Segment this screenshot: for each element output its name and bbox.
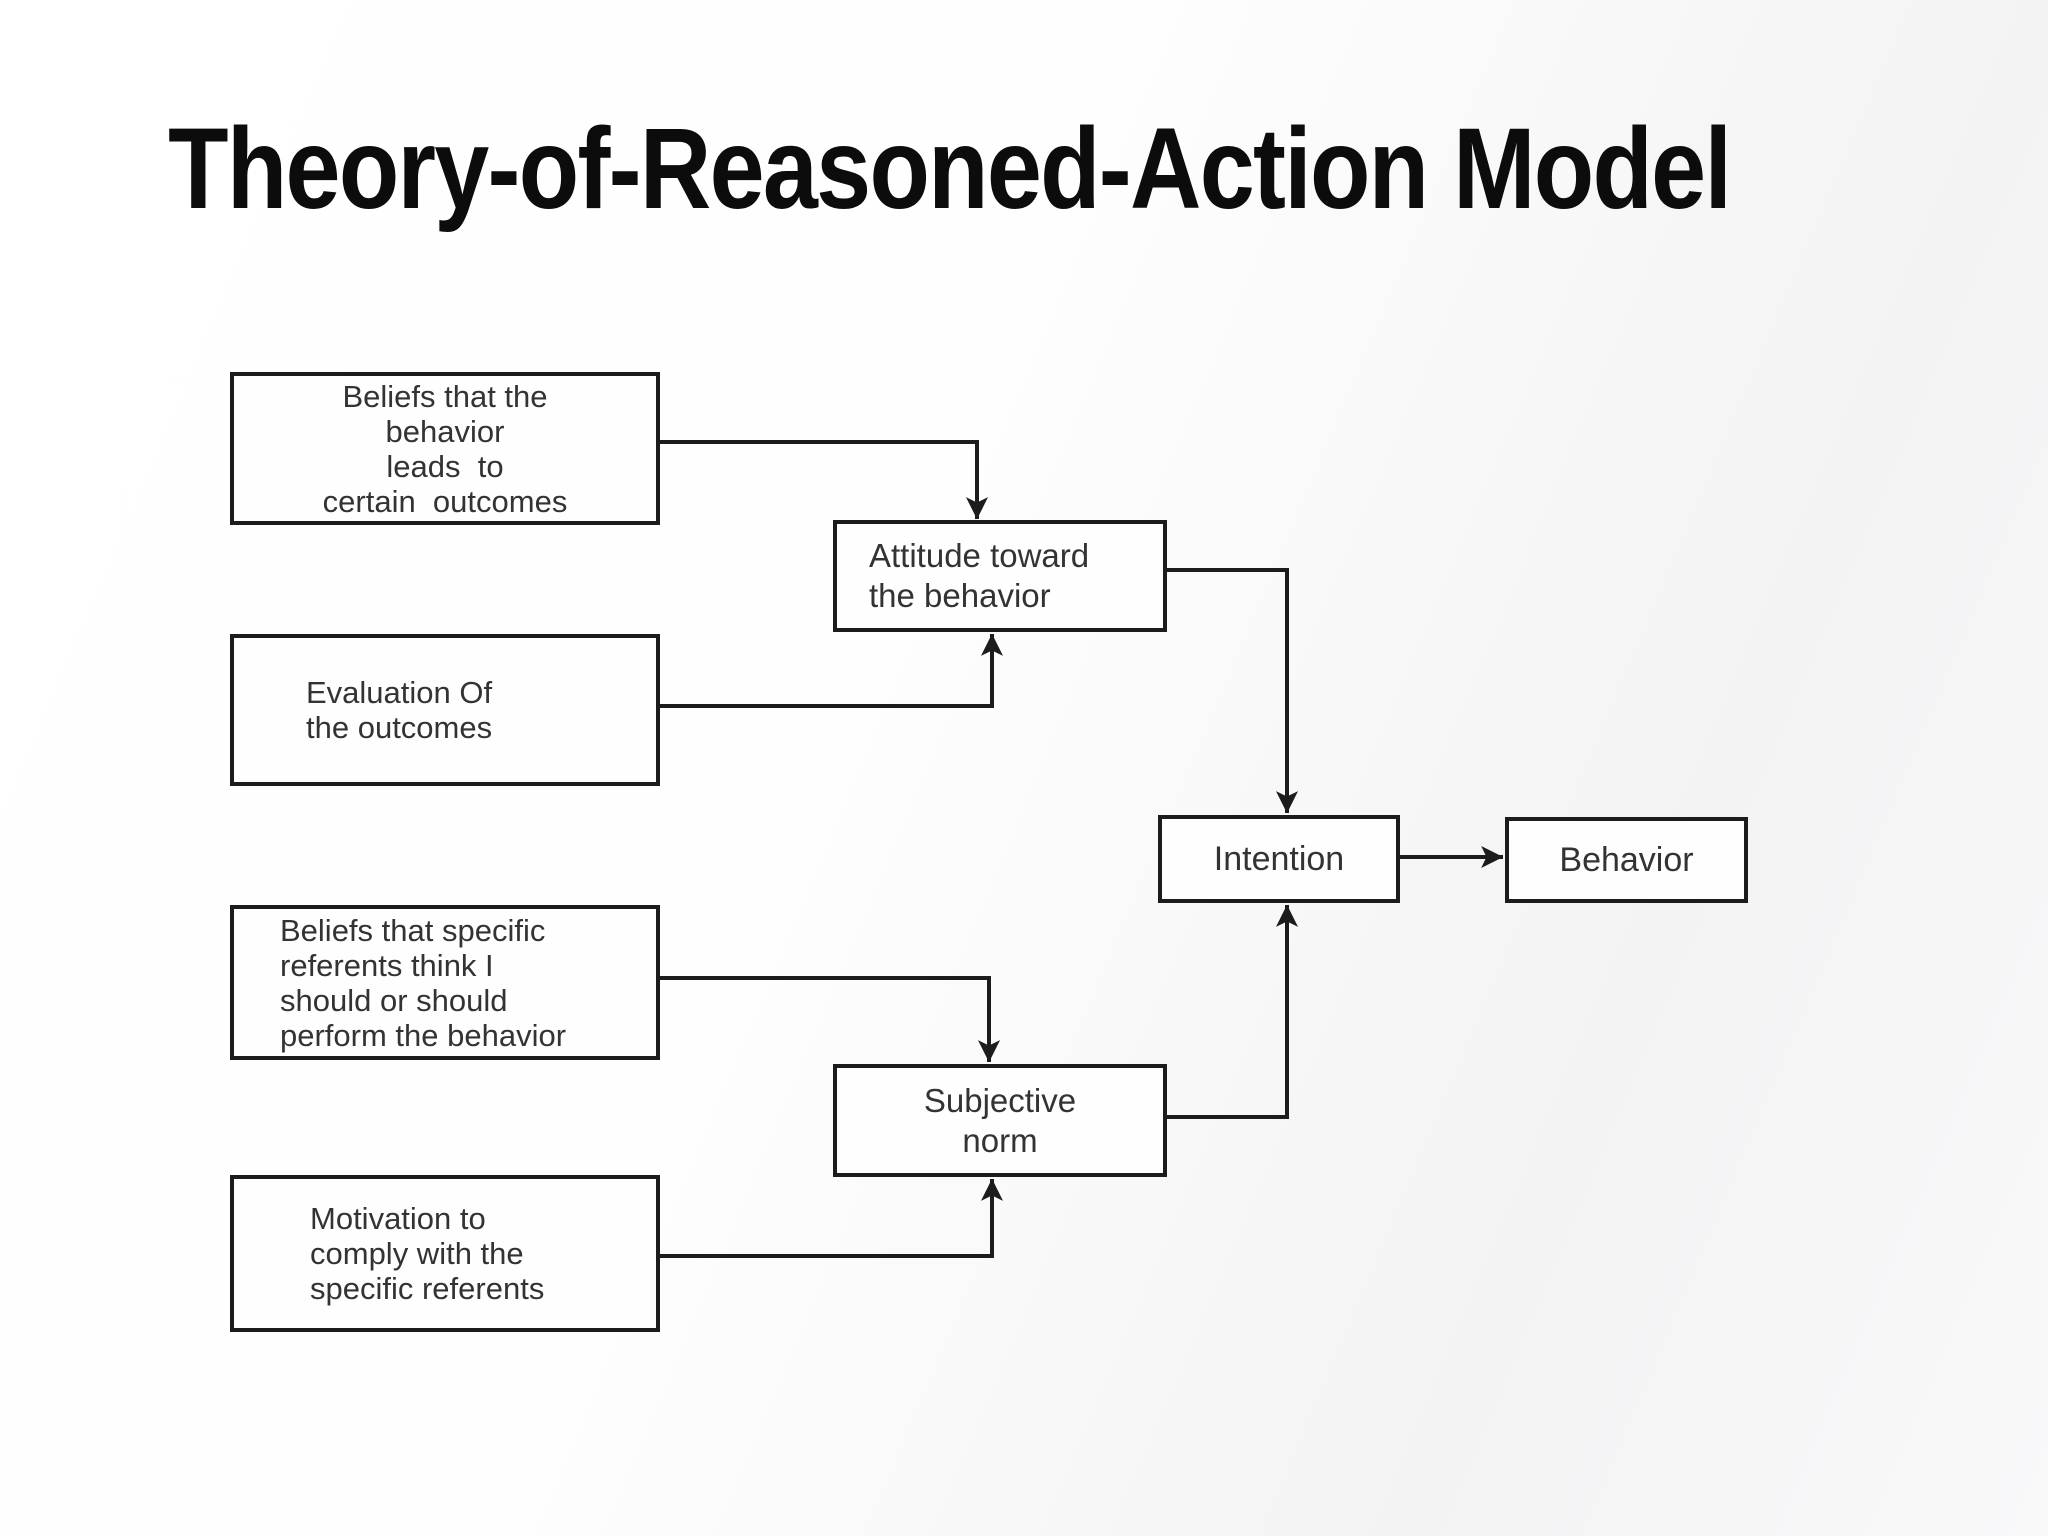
edge-beliefs-referents-to-subjective-norm: [658, 976, 1001, 1063]
edge-attitude-to-intention: [1165, 568, 1299, 814]
node-beliefs-referents-label: Beliefs that specific referents think I …: [280, 912, 567, 1053]
edge-motivation-to-subjective-norm: [658, 1178, 1004, 1258]
node-attitude: Attitude toward the behavior: [833, 520, 1167, 632]
node-evaluation: Evaluation Of the outcomes: [230, 634, 660, 786]
node-beliefs-referents: Beliefs that specific referents think I …: [230, 905, 660, 1060]
edge-subjective-norm-to-intention: [1165, 904, 1299, 1119]
page-title: Theory-of-Reasoned-Action Model: [0, 106, 2048, 233]
node-behavior: Behavior: [1505, 817, 1748, 903]
node-evaluation-label: Evaluation Of the outcomes: [306, 675, 493, 745]
edge-evaluation-to-attitude: [658, 633, 1004, 708]
node-beliefs-outcomes: Beliefs that the behavior leads to certa…: [230, 372, 660, 525]
page-title-text: Theory-of-Reasoned-Action Model: [167, 105, 1732, 233]
node-subjective-norm: Subjective norm: [833, 1064, 1167, 1177]
node-intention: Intention: [1158, 815, 1400, 903]
node-attitude-label: Attitude toward the behavior: [869, 537, 1090, 614]
node-intention-label: Intention: [1213, 840, 1345, 878]
edge-beliefs-outcomes-to-attitude: [658, 440, 989, 520]
node-beliefs-outcomes-label: Beliefs that the behavior leads to certa…: [322, 378, 568, 519]
node-subjective-norm-label: Subjective norm: [923, 1081, 1077, 1159]
node-behavior-label: Behavior: [1559, 841, 1694, 879]
node-motivation: Motivation to comply with the specific r…: [230, 1175, 660, 1332]
node-motivation-label: Motivation to comply with the specific r…: [310, 1201, 545, 1306]
